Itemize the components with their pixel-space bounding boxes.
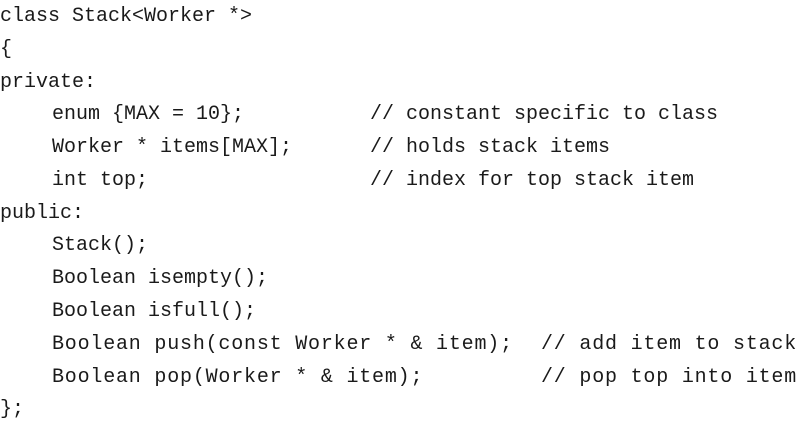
code-text: public:	[0, 202, 85, 225]
code-text: int top;	[52, 169, 149, 192]
code-text: private:	[0, 71, 97, 94]
code-text: Boolean isempty();	[52, 267, 269, 290]
code-line: int top; // index for top stack item	[0, 165, 804, 197]
code-comment: // pop top into item	[541, 366, 798, 389]
code-line: Stack();	[0, 230, 804, 262]
code-text: Worker * items[MAX];	[52, 136, 293, 159]
code-line: private:	[0, 67, 804, 99]
code-line: };	[0, 394, 804, 426]
code-text: Boolean isfull();	[52, 300, 257, 323]
code-comment: // add item to stack	[541, 333, 798, 356]
code-comment: // holds stack items	[370, 136, 611, 159]
code-line: Worker * items[MAX]; // holds stack items	[0, 132, 804, 164]
code-text: class Stack<Worker *>	[0, 5, 253, 28]
code-line: public:	[0, 198, 804, 230]
code-text: {	[0, 38, 13, 61]
code-line: class Stack<Worker *>	[0, 1, 804, 33]
code-text: Boolean pop(Worker * & item);	[52, 366, 424, 389]
code-line: Boolean pop(Worker * & item); // pop top …	[0, 362, 804, 394]
code-line: enum {MAX = 10}; // constant specific to …	[0, 99, 804, 131]
code-text: };	[0, 398, 25, 421]
code-text: Boolean push(const Worker * & item);	[52, 333, 513, 356]
code-text: Stack();	[52, 234, 149, 257]
code-comment: // constant specific to class	[370, 103, 719, 126]
code-comment: // index for top stack item	[370, 169, 695, 192]
code-line: {	[0, 34, 804, 66]
code-line: Boolean isfull();	[0, 296, 804, 328]
code-text: enum {MAX = 10};	[52, 103, 245, 126]
code-line: Boolean push(const Worker * & item); // a…	[0, 329, 804, 361]
code-line: Boolean isempty();	[0, 263, 804, 295]
